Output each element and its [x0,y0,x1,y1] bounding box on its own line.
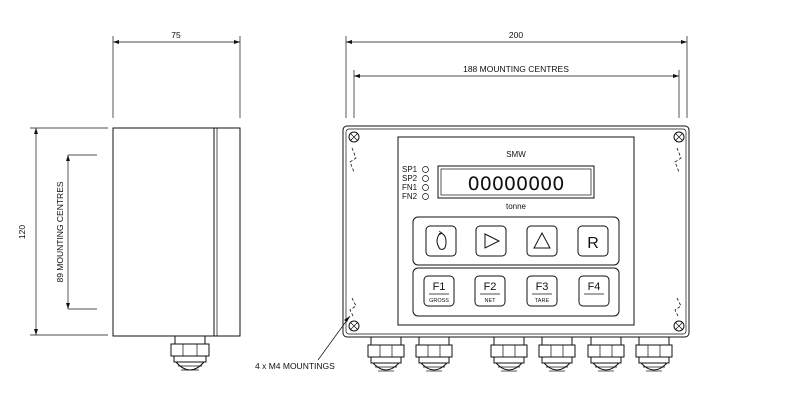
cable-gland [635,336,673,372]
rotate-key[interactable] [425,225,457,257]
cable-gland [587,336,625,372]
side-width-dim: 75 [171,30,181,40]
mounting-screw-tl [348,131,360,143]
mountings-leader [317,315,351,361]
unit-label: tonne [506,202,527,211]
cable-glands [367,336,673,372]
mounting-screw-br [673,320,685,332]
mountings-note: 4 x M4 MOUNTINGS [255,361,335,371]
nav-keypad [412,216,620,266]
f3-key-label: F3 [536,281,549,293]
indicator-sp1-led [422,166,429,173]
f2-key-label: F2 [484,281,497,293]
lcd-display [437,165,595,199]
indicator-fn1-led [422,184,429,191]
f2-key-sub: NET [485,298,497,304]
f4-key-label: F4 [588,281,601,293]
function-keypad [412,267,620,317]
indicator-fn2-label: FN2 [402,192,418,201]
indicator-fn1-label: FN1 [402,183,418,192]
indicator-sp2-led [422,175,429,182]
side-height-dim: 120 [17,225,27,239]
cable-gland [538,336,576,372]
side-view: 75 120 89 MOUNTING CENTRES [17,30,241,371]
reset-key-label: R [587,235,599,252]
play-icon [484,233,501,249]
f2-key[interactable]: F2 NET [474,275,506,307]
indicator-sp2-label: SP2 [402,174,418,183]
side-lid [213,127,241,337]
side-mounting-dim: 89 MOUNTING CENTRES [55,181,65,282]
front-view: 200 188 MOUNTING CENTRES [255,30,690,372]
up-triangle-icon [533,231,551,249]
side-cable-gland [170,335,210,371]
f3-key-sub: TARE [535,298,550,304]
reset-key[interactable]: R [577,225,609,257]
cable-gland [367,336,405,372]
rotate-icon [436,232,447,250]
f1-key-sub: GROSS [429,298,449,304]
indicator-list: SP1 SP2 FN1 FN2 [402,165,429,201]
f1-key-label: F1 [433,281,446,293]
cable-gland [415,336,453,372]
f1-key[interactable]: F1 GROSS [423,275,455,307]
lcd-value: 00000000 [468,173,565,195]
brand-label: SMW [506,150,526,159]
f3-key[interactable]: F3 TARE [526,275,558,307]
cable-gland [490,336,528,372]
indicator-fn2-led [422,193,429,200]
side-body [112,127,215,337]
up-key[interactable] [526,225,558,257]
play-key[interactable] [475,225,507,257]
mounting-screw-bl [348,320,360,332]
f4-key[interactable]: F4 [578,275,610,307]
mounting-screw-tr [673,131,685,143]
front-mounting-dim: 188 MOUNTING CENTRES [463,64,569,74]
front-panel [397,136,635,326]
indicator-sp1-label: SP1 [402,165,418,174]
front-width-dim: 200 [509,30,523,40]
